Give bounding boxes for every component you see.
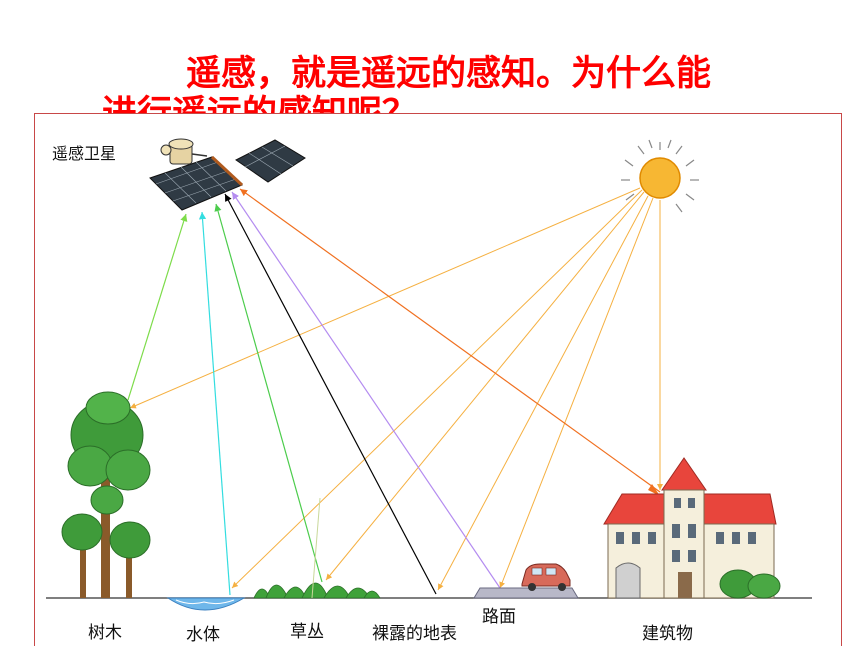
sun-ray-to-ground [437,195,649,591]
sun-ray-to-water [231,189,643,589]
label-bare-ground: 裸露的地表 [372,624,457,644]
sun-ray-to-trees [129,187,641,409]
satellite-icon [149,138,306,211]
reflection-building [239,188,661,493]
label-grass: 草丛 [290,622,324,642]
label-trees: 树木 [88,623,122,643]
reflected-rays [127,188,661,596]
satellite-label: 遥感卫星 [52,144,117,163]
car-icon [521,563,571,591]
reflection-trees [127,213,188,401]
sun-icon [621,139,699,213]
reflection-water [198,211,231,596]
sun-ray-to-road [499,197,654,589]
water-icon [166,597,246,611]
reflection-grass [214,203,323,583]
sunlight-rays [129,187,663,591]
label-road: 路面 [482,607,516,627]
label-water: 水体 [186,625,220,645]
reflection-road [231,191,501,589]
road-icon [473,587,579,599]
sun-ray-to-grass [325,191,645,581]
grass-icon [253,497,381,599]
label-building: 建筑物 [642,624,693,644]
reflection-bare-ground [224,193,437,595]
trees-icon [61,391,151,598]
heading-line-1: 遥感，就是遥远的感知。为什么能 [186,53,712,94]
heading: 遥感，就是遥远的感知。为什么能 进行遥远的感知呢？ [0,0,860,130]
building-icon [603,457,781,599]
